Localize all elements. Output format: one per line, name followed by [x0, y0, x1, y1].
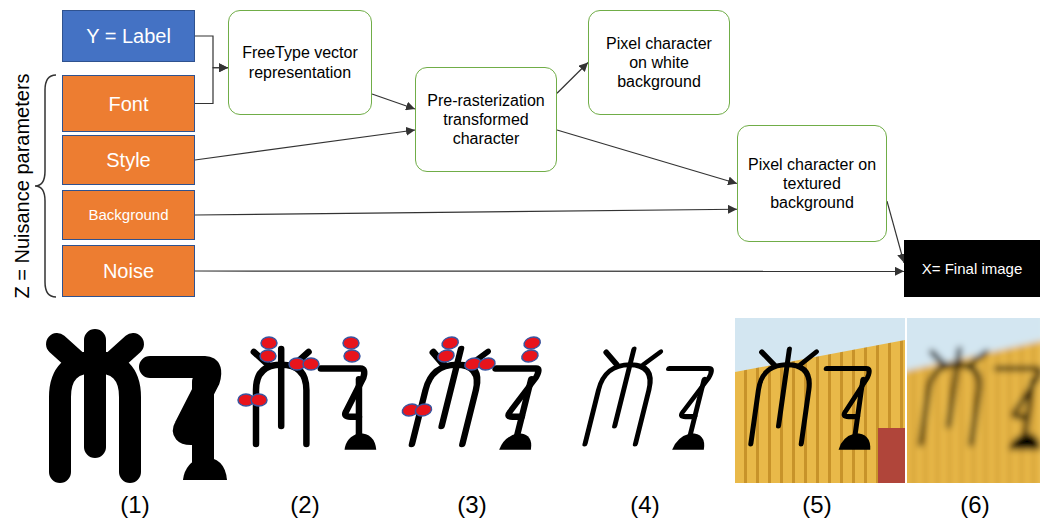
output-box: X= Final image — [904, 240, 1040, 297]
node-text: Pixel character on white background — [595, 34, 723, 92]
node-text: Y = Label — [86, 24, 171, 48]
arrow-connector — [887, 201, 904, 263]
parameter-box: Background — [62, 190, 195, 240]
arrow-connector — [195, 270, 904, 272]
panel-number: (4) — [630, 491, 659, 520]
panel-number: (3) — [457, 491, 486, 520]
node-text: Font — [108, 92, 148, 116]
node-text: Style — [106, 148, 150, 172]
node-text: Pixel character on textured background — [744, 155, 880, 213]
glyph-panel — [238, 337, 376, 450]
arrow-connector — [195, 209, 737, 215]
node-text: X= Final image — [922, 260, 1022, 278]
parameter-box: Noise — [62, 245, 195, 297]
label-box: Y = Label — [62, 10, 195, 62]
axis-label: Z = Nuisance parameters — [10, 73, 34, 298]
glyph-panel — [57, 340, 227, 480]
arrow-connector — [195, 36, 228, 68]
process-box: FreeType vector representation — [228, 10, 372, 115]
glyph-panel — [393, 337, 559, 450]
parameter-box: Style — [62, 135, 195, 185]
panel-number: (5) — [802, 491, 831, 520]
panel-number: (6) — [960, 491, 989, 520]
node-text: Background — [88, 206, 168, 224]
arrow-connector — [372, 94, 415, 109]
node-text: FreeType vector representation — [235, 43, 365, 81]
arrow-connector — [557, 63, 588, 94]
arrow-connector — [195, 68, 228, 104]
panel-number: (2) — [290, 491, 319, 520]
node-text: Pre-rasterization transformed character — [422, 91, 550, 149]
brace — [35, 75, 56, 297]
glyph-panel — [735, 318, 905, 483]
node-text: Noise — [103, 259, 154, 283]
process-box: Pixel character on textured background — [737, 125, 887, 242]
process-box: Pre-rasterization transformed character — [415, 67, 557, 172]
glyph-panel — [907, 318, 1040, 483]
panel-number: (1) — [120, 491, 149, 520]
arrow-connector — [195, 130, 415, 160]
process-box: Pixel character on white background — [588, 10, 730, 115]
glyph-panel — [581, 349, 729, 450]
arrow-connector — [557, 130, 737, 184]
parameter-box: Font — [62, 75, 195, 132]
